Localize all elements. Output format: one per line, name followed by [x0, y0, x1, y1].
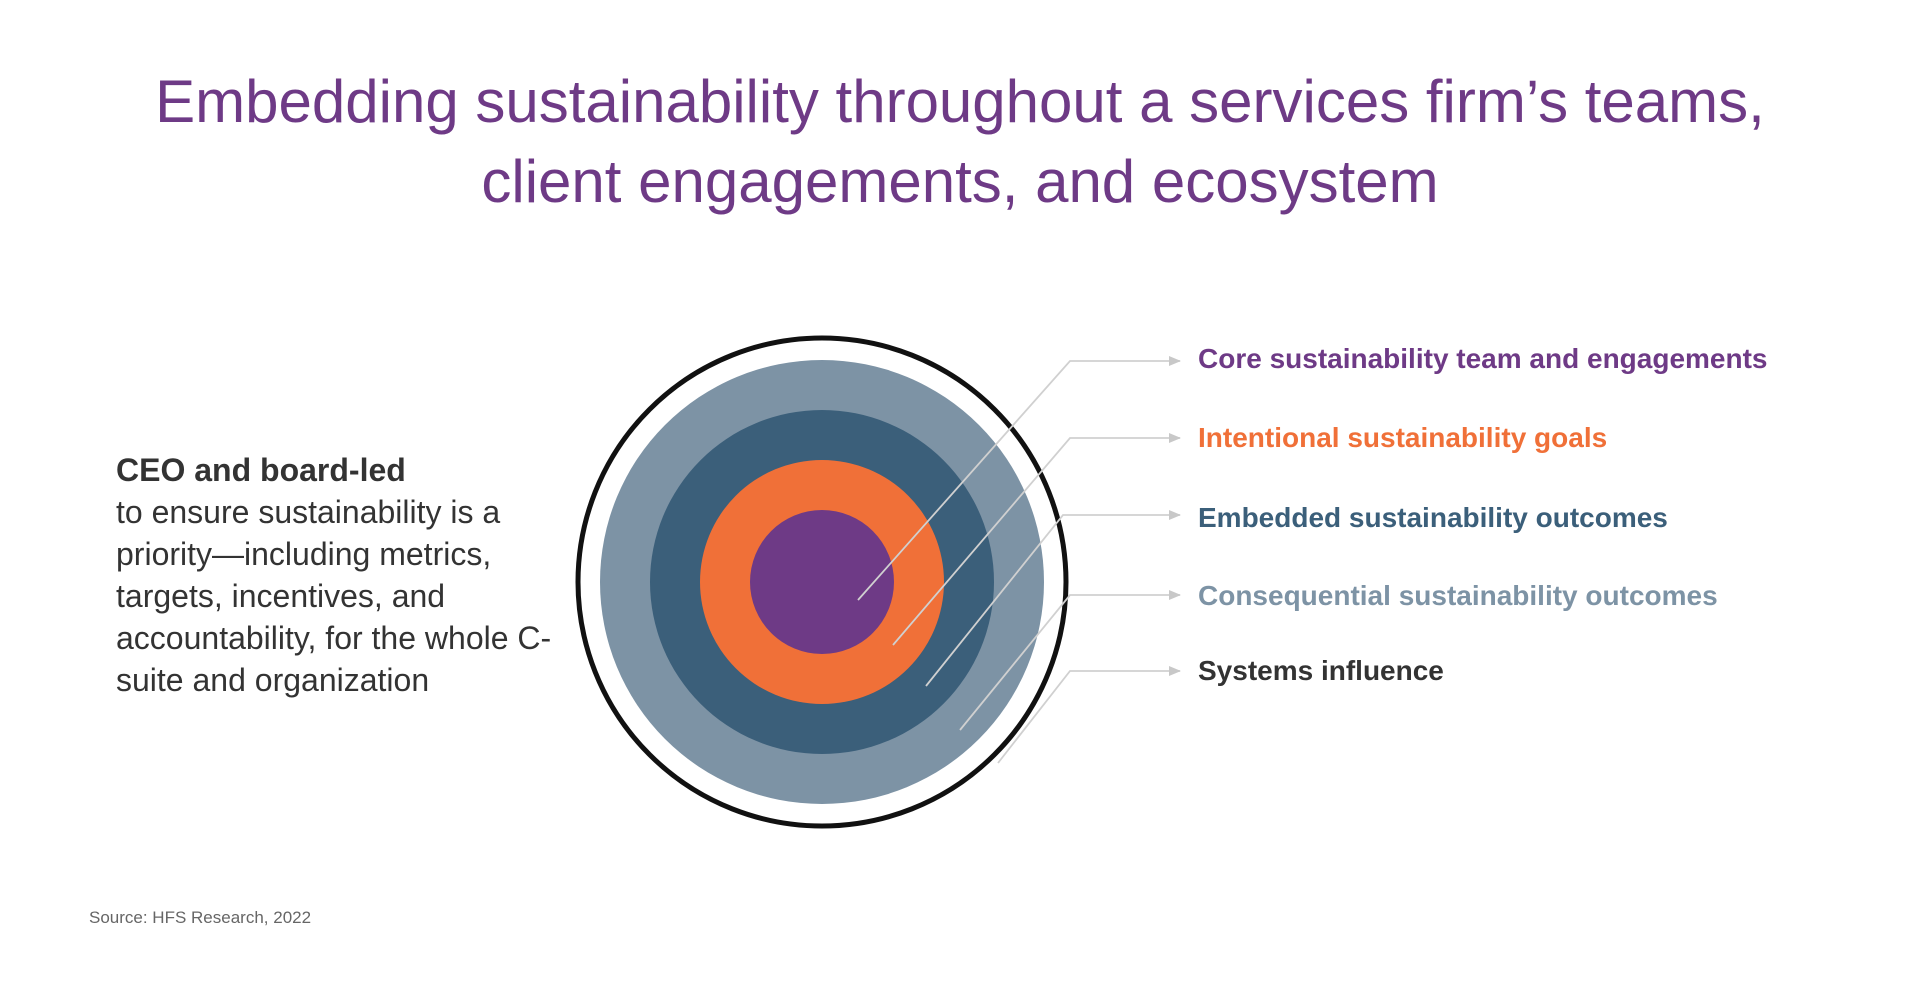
ceo-board-description: CEO and board-led to ensure sustainabili… [116, 449, 576, 701]
label-embedded-outcomes: Embedded sustainability outcomes [1198, 502, 1668, 533]
ring-core [750, 510, 894, 654]
title-line-2: client engagements, and ecosystem [481, 148, 1439, 215]
title-line-1: Embedding sustainability throughout a se… [155, 68, 1765, 135]
connector-line-embedded [925, 510, 1181, 687]
label-core-sustainability: Core sustainability team and engagements [1198, 343, 1768, 374]
connector-line-consequential [959, 590, 1181, 731]
connector-line-intentional [892, 433, 1181, 646]
ceo-board-lead: CEO and board-led [116, 452, 406, 488]
source-note: Source: HFS Research, 2022 [89, 908, 312, 927]
label-intentional-goals: Intentional sustainability goals [1198, 422, 1608, 453]
page-title: Embedding sustainability throughout a se… [80, 62, 1840, 222]
label-systems-influence: Systems influence [1198, 655, 1444, 686]
label-consequential-outcomes: Consequential sustainability outcomes [1198, 580, 1718, 611]
connector-line-core [857, 356, 1181, 601]
connector-line-systems [997, 666, 1181, 764]
ceo-board-body: to ensure sustainability is a priority—i… [116, 494, 552, 698]
